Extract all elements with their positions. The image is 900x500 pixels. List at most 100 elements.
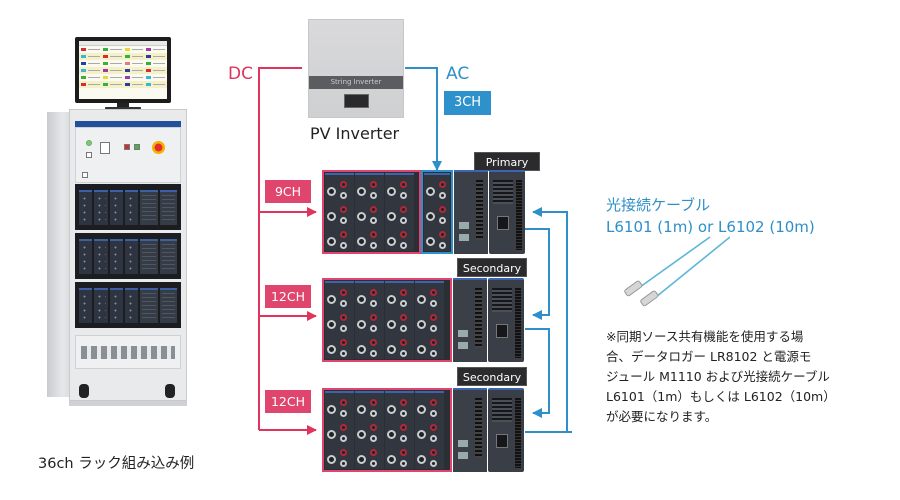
power-supply-module [488,388,524,472]
panel-switch-icon [86,152,92,158]
caster-wheel-icon [165,384,175,398]
input-terminal-icon [400,424,407,431]
optical-cable-1 [525,228,550,320]
input-terminal-icon [370,435,377,442]
inverter-strip-label: String Inverter [309,76,403,89]
input-terminal-icon [400,410,407,417]
stop-button-icon [124,144,130,150]
controller-module [454,170,488,254]
input-terminal-icon [430,350,437,357]
pv-inverter-label: PV Inverter [310,124,400,143]
input-terminal-icon [370,325,377,332]
input-terminal-icon [340,314,347,321]
input-terminal-icon [370,206,377,213]
ac-line [405,67,442,171]
input-terminal-icon [430,435,437,442]
input-terminal-icon [387,320,396,329]
input-terminal-icon [357,212,366,221]
power-supply-module [489,170,525,254]
measurement-module [355,173,384,251]
input-terminal-icon [370,350,377,357]
input-terminal-icon [400,289,407,296]
rack-side-panel [47,112,73,397]
input-terminal-icon [439,181,446,188]
start-button-icon [134,144,140,150]
input-terminal-icon [357,295,366,304]
input-terminal-icon [340,325,347,332]
input-terminal-icon [417,320,426,329]
input-terminal-icon [430,449,437,456]
input-terminal-icon [430,460,437,467]
input-terminal-icon [370,217,377,224]
dc-module-group [322,278,452,362]
input-terminal-icon [400,435,407,442]
input-terminal-icon [387,345,396,354]
input-terminal-icon [417,405,426,414]
input-terminal-icon [400,300,407,307]
input-terminal-icon [439,242,446,249]
input-terminal-icon [426,237,435,246]
input-terminal-icon [387,187,396,196]
input-terminal-icon [417,295,426,304]
input-terminal-icon [340,242,347,249]
input-terminal-icon [439,217,446,224]
dc-trunk-line [258,67,302,430]
monitor-stand [117,103,129,107]
input-terminal-icon [430,300,437,307]
input-terminal-icon [327,455,336,464]
monitor-table-row [79,67,167,74]
input-terminal-icon [327,187,336,196]
rack-logger-unit [75,282,181,328]
measurement-module [325,391,354,469]
input-terminal-icon [357,455,366,464]
input-terminal-icon [327,345,336,354]
monitor-toolbar [79,41,167,46]
input-terminal-icon [370,399,377,406]
input-terminal-icon [340,300,347,307]
input-terminal-icon [439,206,446,213]
input-terminal-icon [387,295,396,304]
input-terminal-icon [400,314,407,321]
monitor-screen [79,41,167,99]
measurement-module [385,391,414,469]
optical-cable-title: 光接続ケーブル L6101 (1m) or L6102 (10m) [606,194,815,238]
ac-label: AC [446,64,470,84]
input-terminal-icon [357,345,366,354]
ac-channel-tag: 3CH [444,91,491,115]
rack-control-panel [75,127,181,183]
input-terminal-icon [370,424,377,431]
rack-cabinet-image [47,109,189,414]
input-terminal-icon [417,430,426,439]
rack-caption: 36ch ラック組み込み例 [38,456,195,472]
input-terminal-icon [340,435,347,442]
input-terminal-icon [340,399,347,406]
input-terminal-icon [340,231,347,238]
rack-vent-panel [75,335,181,369]
input-terminal-icon [370,289,377,296]
input-terminal-icon [426,212,435,221]
dc-label: DC [228,64,253,84]
dc-channel-tag-primary: 9CH [265,180,311,203]
secondary-role-label-1: Secondary [457,258,527,277]
input-terminal-icon [387,237,396,246]
measurement-module [355,281,384,359]
input-terminal-icon [370,181,377,188]
input-terminal-icon [370,339,377,346]
input-terminal-icon [417,455,426,464]
monitor-table-row [79,53,167,60]
requirement-note: ※同期ソース共有機能を使用する場 合、データロガー LR8102 と電源モ ジュ… [606,327,896,427]
note-line: L6101（1m）もしくは L6102（10m） [606,389,836,404]
measurement-module [325,281,354,359]
input-terminal-icon [400,339,407,346]
optical-cable-2 [525,328,550,418]
input-terminal-icon [370,314,377,321]
input-terminal-icon [400,192,407,199]
input-terminal-icon [370,460,377,467]
optical-cable-outer [532,207,572,433]
dc-channel-tag-secondary-2: 12CH [265,390,311,413]
input-terminal-icon [430,289,437,296]
monitor-table-row [79,81,167,88]
input-terminal-icon [387,430,396,439]
input-terminal-icon [400,325,407,332]
input-terminal-icon [370,410,377,417]
